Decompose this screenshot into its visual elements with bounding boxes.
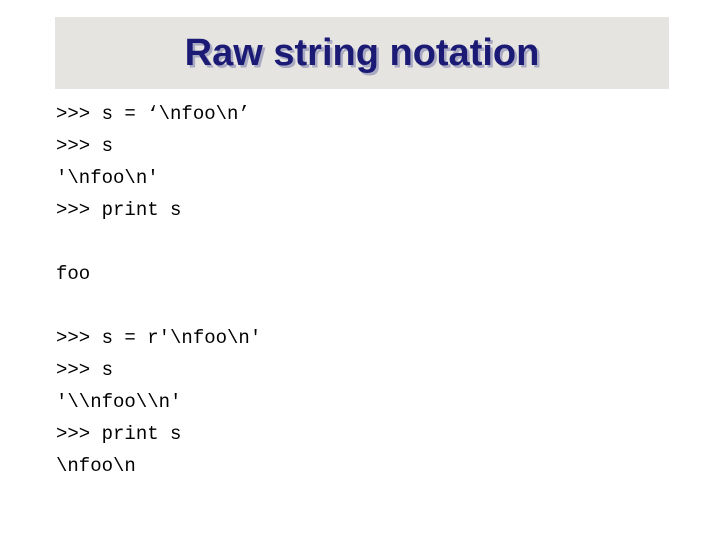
code-line: \nfoo\n bbox=[56, 455, 136, 477]
code-line: '\\nfoo\\n' bbox=[56, 391, 182, 413]
code-line: >>> s bbox=[56, 359, 114, 381]
code-line: '\nfoo\n' bbox=[56, 167, 159, 189]
title-bar: Raw string notation bbox=[55, 17, 669, 89]
code-line: >>> s = ‘\nfoo\n’ bbox=[56, 103, 250, 125]
slide-title: Raw string notation bbox=[184, 32, 540, 74]
code-line: >>> print s bbox=[56, 199, 182, 221]
code-line: >>> print s bbox=[56, 423, 182, 445]
code-line bbox=[56, 290, 261, 322]
python-transcript: >>> s = ‘\nfoo\n’ >>> s '\nfoo\n' >>> print… bbox=[56, 98, 261, 482]
code-line bbox=[56, 226, 261, 258]
code-line: >>> s bbox=[56, 135, 114, 157]
code-line: foo bbox=[56, 263, 91, 285]
code-line: >>> s = r'\nfoo\n' bbox=[56, 327, 262, 349]
